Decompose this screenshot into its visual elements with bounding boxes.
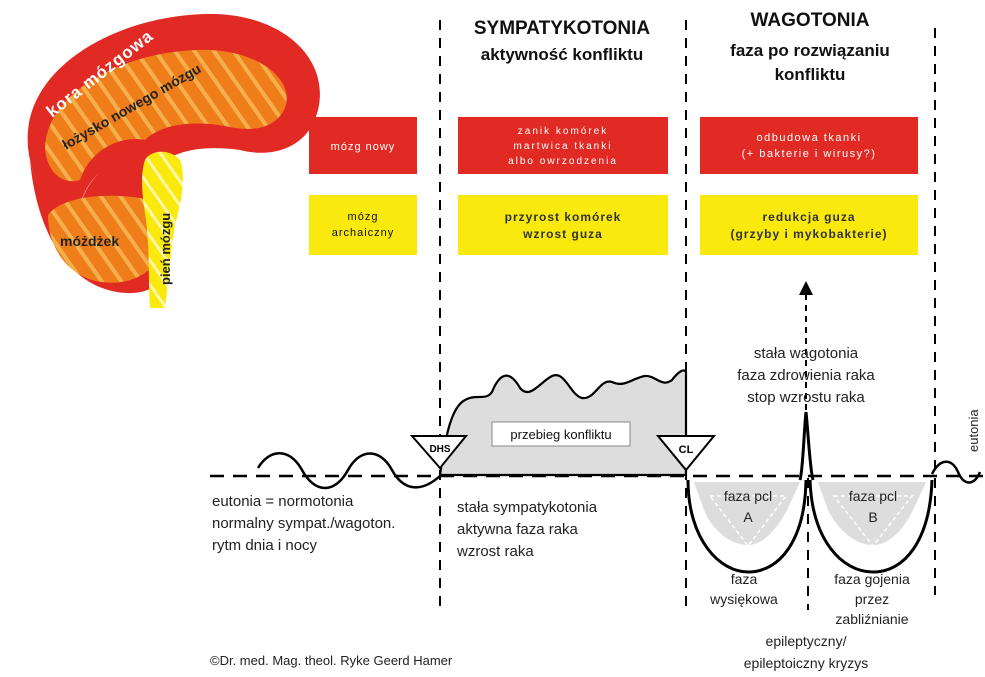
cl-marker: CL [655, 435, 717, 472]
pcl-a-label: faza pcl A [724, 488, 772, 525]
brain-illustration: kora mózgowa łożysko nowego mózgu móżdże… [27, 13, 320, 308]
epileptic-line-1: epileptyczny/ [766, 633, 847, 649]
stable-vagotonia-line-1: stała wagotonia [754, 345, 859, 362]
healing-line-2: przez [855, 591, 889, 607]
normotonia-line-1: eutonia = normotonia [212, 493, 354, 510]
cerebellum-label: móżdżek [60, 233, 119, 249]
row-new-brain: mózg nowy zanik komórek martwica tkanki … [309, 117, 918, 174]
conflict-course-label: przebieg konfliktu [510, 427, 611, 442]
new-brain-sympatykotonia-line-3: albo owrzodzenia [508, 156, 618, 167]
pcl-a-trough [686, 479, 808, 574]
conflict-course-label-box [491, 421, 631, 447]
dhs-label: DHS [429, 444, 450, 455]
brainstem-shape [142, 151, 183, 308]
pcl-a-line-2: A [743, 509, 753, 525]
archaic-brain-sympatykotonia-line-2: wzrost guza [522, 227, 603, 241]
dhs-marker: DHS [409, 435, 469, 470]
eutonia-wave [930, 460, 982, 484]
new-brain-label-box [309, 117, 417, 174]
healing-phase-text: faza gojenia przez zabliźnianie [834, 571, 910, 627]
new-brain-wagotonia-line-2: (+ bakterie i wirusy?) [742, 148, 877, 160]
header-sympatykotonia-subtitle: aktywność konfliktu [481, 45, 643, 64]
archaic-brain-wagotonia-line-1: redukcja guza [762, 210, 855, 224]
new-brain-label: mózg nowy [331, 141, 396, 153]
pcl-b-line-2: B [868, 509, 877, 525]
epileptic-crisis-text: epileptyczny/ epileptoiczny kryzys [744, 633, 869, 671]
sympathetic-line-2: aktywna faza raka [457, 521, 579, 538]
archaic-brain-label-line-2: archaiczny [332, 227, 395, 239]
copyright: ©Dr. med. Mag. theol. Ryke Geerd Hamer [210, 653, 453, 668]
stable-vagotonia-line-3: stop wzrostu raka [747, 389, 865, 406]
header-wagotonia: WAGOTONIA faza po rozwiązaniu konfliktu [730, 10, 890, 84]
normotonia-text: eutonia = normotonia normalny sympat./wa… [212, 493, 395, 554]
normotonia-line-3: rytm dnia i nocy [212, 537, 318, 554]
pcl-b-fill [818, 482, 926, 545]
midbrain-shape [45, 49, 287, 182]
new-brain-wagotonia-line-1: odbudowa tkanki [756, 132, 861, 144]
stable-vagotonia-text: stała wagotonia faza zdrowienia raka sto… [737, 345, 875, 406]
pcl-a-marker [708, 495, 788, 548]
new-brain-wagotonia-box [700, 117, 918, 174]
archaic-brain-wagotonia-line-2: (grzyby i mykobakterie) [730, 227, 887, 241]
header-wagotonia-subtitle-1: faza po rozwiązaniu [730, 41, 890, 60]
new-brain-sympatykotonia-line-2: martwica tkanki [514, 141, 613, 152]
archaic-brain-label-box [309, 195, 417, 255]
exudative-line-1: faza [731, 571, 758, 587]
brainstem-label: pień mózgu [158, 213, 173, 285]
pcl-b-label: faza pcl B [849, 488, 897, 525]
cerebellum-shape [48, 195, 162, 283]
eutonia-side-label: eutonia [966, 409, 981, 452]
pcl-a-line-1: faza pcl [724, 488, 772, 504]
pcl-b-trough [808, 479, 934, 574]
archaic-brain-label-line-1: mózg [348, 211, 379, 223]
sympathetic-line-3: wzrost raka [456, 543, 534, 560]
pcl-b-line-1: faza pcl [849, 488, 897, 504]
cl-label: CL [679, 444, 694, 456]
epileptic-crisis-spike [798, 411, 815, 481]
header-wagotonia-title: WAGOTONIA [751, 10, 870, 31]
healing-line-3: zabliźnianie [835, 611, 908, 627]
row-archaic-brain: mózg archaiczny przyrost komórek wzrost … [309, 195, 918, 255]
pcl-a-fill [694, 482, 800, 545]
normotonia-line-2: normalny sympat./wagoton. [212, 515, 395, 532]
phase-dividers [439, 20, 936, 612]
header-wagotonia-subtitle-2: konfliktu [775, 65, 846, 84]
sympathetic-text: stała sympatykotonia aktywna faza raka w… [456, 499, 598, 560]
epileptic-line-2: epileptoiczny kryzys [744, 655, 869, 671]
header-sympatykotonia: SYMPATYKOTONIA aktywność konfliktu [474, 18, 651, 64]
archaic-brain-sympatykotonia-box [458, 195, 668, 255]
sympathetic-line-1: stała sympatykotonia [457, 499, 598, 516]
new-brain-sympatykotonia-line-1: zanik komórek [518, 126, 608, 137]
new-brain-sympatykotonia-box [458, 117, 668, 174]
normotonia-wave [256, 452, 441, 490]
exudative-line-2: wysiękowa [709, 591, 778, 607]
stable-vagotonia-line-2: faza zdrowienia raka [737, 367, 875, 384]
healing-line-1: faza gojenia [834, 571, 910, 587]
archaic-brain-wagotonia-box [700, 195, 918, 255]
archaic-brain-sympatykotonia-line-1: przyrost komórek [505, 210, 622, 224]
header-sympatykotonia-title: SYMPATYKOTONIA [474, 18, 651, 39]
pcl-b-marker [832, 495, 914, 548]
exudative-phase-text: faza wysiękowa [709, 571, 778, 607]
